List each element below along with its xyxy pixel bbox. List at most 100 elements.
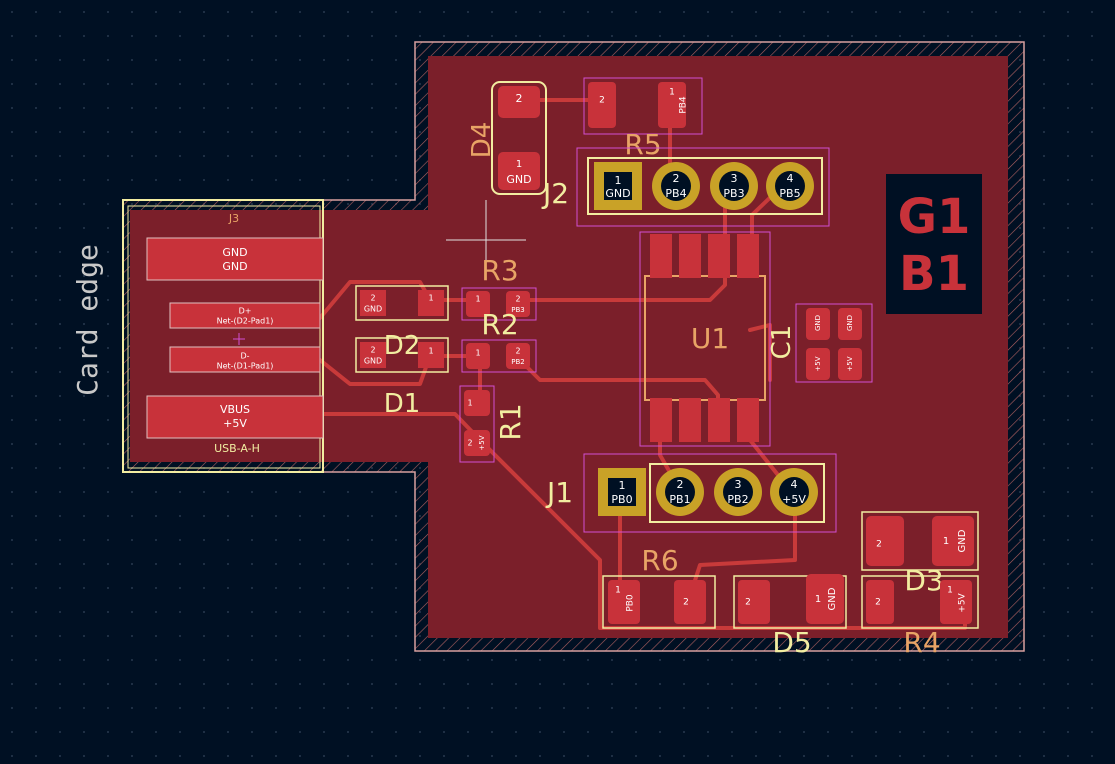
j2-pin3-num: 3 <box>731 172 738 185</box>
r1-ref: R1 <box>494 403 527 440</box>
resistor-r5[interactable]: 2 1 PB4 R5 <box>583 77 703 161</box>
d1-pad1-label: 1 <box>428 347 433 356</box>
d5-ref: D5 <box>772 626 811 659</box>
ic-u1[interactable]: U1 <box>639 231 771 447</box>
j1-pin2-num: 2 <box>677 478 684 491</box>
u1-pin3[interactable] <box>708 398 730 442</box>
usb-pad-vbus[interactable] <box>146 395 324 439</box>
resistor-r6[interactable]: 1 PB0 2 R6 <box>602 544 716 629</box>
usb-connector-j3[interactable]: J3 GND GND D+ Net-(D2-Pad1) D- Net-(D1-P… <box>122 199 324 473</box>
c1b-pad1-net: +5V <box>846 356 854 371</box>
usb-pad-dplus-net: Net-(D2-Pad1) <box>217 317 274 326</box>
j2-pin1-num: 1 <box>615 174 622 187</box>
d2-pad2-num: 2 <box>370 294 375 303</box>
r4-pad1-num: 1 <box>947 586 953 596</box>
led-d4[interactable]: 2 1 GND D4 <box>467 81 547 195</box>
logo-line1: G1 <box>898 189 971 245</box>
u1-pin4[interactable] <box>737 398 759 442</box>
usb-pad-dplus[interactable] <box>169 302 321 329</box>
d1-pad2-net: GND <box>364 357 382 366</box>
j1-pin3-net: PB2 <box>727 493 748 506</box>
resistor-r2[interactable]: 1 2 PB2 R2 <box>461 308 537 373</box>
diode-d2[interactable]: 2 GND 1 D2 <box>355 285 449 361</box>
card-edge-label: Card edge <box>71 244 104 396</box>
j1-pin4-num: 4 <box>791 478 798 491</box>
d1-ref: D1 <box>384 389 421 419</box>
copper-fill-right <box>975 56 1008 638</box>
r4-pad2-label: 2 <box>875 598 881 608</box>
r4-ref: R4 <box>903 626 940 659</box>
d4-pad2-label: 2 <box>516 92 523 105</box>
resistor-r1[interactable]: 1 2 +5V R1 <box>459 385 527 463</box>
usb-pad-dminus[interactable] <box>169 346 321 373</box>
d5-pad1-num: 1 <box>815 594 821 605</box>
r6-pad1-net: PB0 <box>626 594 636 612</box>
j3-ref: J3 <box>228 212 239 225</box>
r3-pad1-label: 1 <box>475 295 480 304</box>
u1-pin2[interactable] <box>679 398 701 442</box>
led-d5[interactable]: 2 1 GND D5 <box>733 574 847 659</box>
c1-pad1-net: +5V <box>814 356 822 371</box>
j1-pin1-num: 1 <box>619 479 626 492</box>
usb-pad-gnd-label: GND <box>222 246 247 259</box>
u1-pin8[interactable] <box>650 234 672 278</box>
d3-pad1-net: GND <box>957 529 968 552</box>
d4-ref: D4 <box>467 122 497 159</box>
diode-d1[interactable]: 2 GND 1 D1 <box>355 337 449 419</box>
r2-pad2-num: 2 <box>515 347 520 356</box>
header-j2[interactable]: 1 GND 2 PB4 3 PB3 4 PB5 J2 <box>541 147 830 227</box>
j2-ref: J2 <box>541 177 569 210</box>
r2-ref: R2 <box>481 308 518 341</box>
r5-pad2-label: 2 <box>599 96 605 106</box>
led-d3[interactable]: 2 1 GND D3 <box>861 511 979 597</box>
d3-ref: D3 <box>904 564 943 597</box>
j1-pin3-num: 3 <box>735 478 742 491</box>
u1-pin1[interactable] <box>650 398 672 442</box>
usb-pad-dminus-net: Net-(D1-Pad1) <box>217 362 274 371</box>
usb-pad-vbus-label: VBUS <box>220 403 250 416</box>
j1-pin2-net: PB1 <box>669 493 690 506</box>
r5-ref: R5 <box>624 128 661 161</box>
usb-pad-vbus-net: +5V <box>223 417 247 430</box>
d2-pad1-label: 1 <box>428 294 433 303</box>
j1-ref: J1 <box>545 476 573 509</box>
resistor-r4[interactable]: 2 1 +5V R4 <box>861 575 979 659</box>
r4-pad1-net: +5V <box>958 592 968 612</box>
capacitor-c1[interactable]: GND +5V GND +5V C1 <box>767 303 873 383</box>
header-j1[interactable]: 1 PB0 2 PB1 3 PB2 4 +5V J1 <box>545 453 837 533</box>
usb-pad-gnd-net: GND <box>222 260 247 273</box>
j1-pin4-net: +5V <box>782 493 806 506</box>
j2-pin4-num: 4 <box>787 172 794 185</box>
resistor-r3[interactable]: 1 2 PB3 R3 <box>461 254 537 321</box>
j3-value: USB-A-H <box>214 442 260 455</box>
d5-pad1-net: GND <box>827 587 838 610</box>
d3-pad1-num: 1 <box>943 536 949 547</box>
r5-pad1-net: PB4 <box>679 96 689 114</box>
usb-pad-dplus-label: D+ <box>239 307 252 316</box>
u1-pin7[interactable] <box>679 234 701 278</box>
d4-pad1-net: GND <box>506 173 531 186</box>
d5-pad2-label: 2 <box>745 598 751 608</box>
r3-pad2-num: 2 <box>515 295 520 304</box>
r2-pad2-net: PB2 <box>511 358 524 366</box>
d2-pad2-net: GND <box>364 305 382 314</box>
r3-pad2-net: PB3 <box>511 306 524 314</box>
r1-pad2-num: 2 <box>467 439 472 448</box>
j2-pin4-net: PB5 <box>779 187 800 200</box>
r5-pad1-num: 1 <box>669 88 675 98</box>
usb-pad-gnd[interactable] <box>146 237 324 281</box>
r6-pad1-num: 1 <box>615 586 621 596</box>
j2-pin2-net: PB4 <box>665 187 686 200</box>
u1-ref: U1 <box>691 322 729 355</box>
j2-pin3-net: PB3 <box>723 187 744 200</box>
d3-pad2-label: 2 <box>876 540 882 550</box>
d4-pad1-num: 1 <box>516 159 522 170</box>
u1-pin6[interactable] <box>708 234 730 278</box>
r3-ref: R3 <box>481 254 518 287</box>
d1-pad2-num: 2 <box>370 346 375 355</box>
j1-pin1-net: PB0 <box>611 493 632 506</box>
u1-pin5[interactable] <box>737 234 759 278</box>
j2-pin2-num: 2 <box>673 172 680 185</box>
c1-ref: C1 <box>767 325 797 360</box>
